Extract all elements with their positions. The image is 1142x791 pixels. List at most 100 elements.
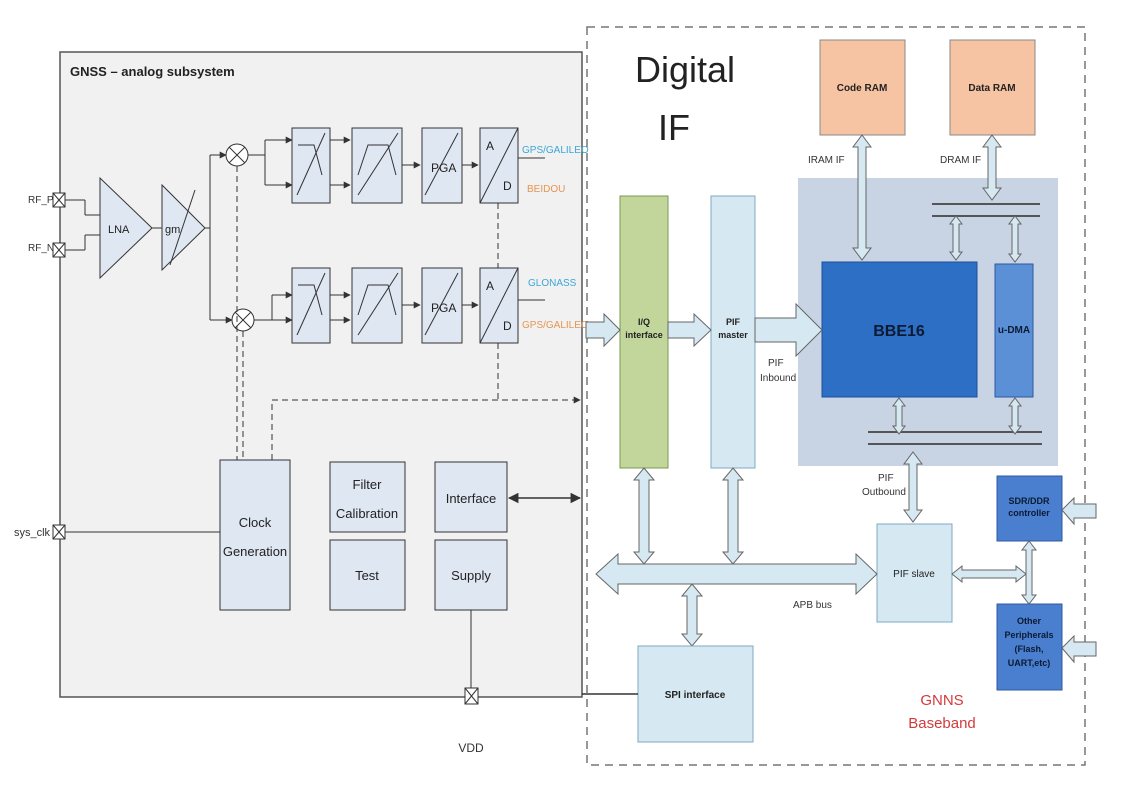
clock-label-1: Clock (239, 515, 272, 530)
filter-label-1: Filter (353, 477, 383, 492)
pif-master-apb-arrow (721, 467, 745, 565)
rf-p-label: RF_P (28, 195, 54, 206)
pif-outbound-label-1: PIF (878, 473, 894, 484)
bbe16-block (821, 261, 978, 398)
iq-to-pif-arrow (667, 312, 712, 348)
vdd-label: VDD (458, 741, 484, 755)
sdr-external-arrow (1061, 496, 1097, 526)
digital-if-title-1: Digital (635, 49, 735, 90)
udma-label: u-DMA (998, 325, 1030, 336)
out-bottom-glonass: GLONASS (528, 278, 577, 289)
analog-subsystem-title: GNSS – analog subsystem (70, 64, 235, 79)
pga-block-top (421, 127, 463, 204)
mixer-top (225, 143, 249, 167)
iq-label-1: I/Q (638, 317, 650, 327)
test-block (329, 539, 406, 611)
digital-if-title-2: IF (658, 107, 690, 148)
pif-slave-label: PIF slave (893, 569, 935, 580)
interface-label: Interface (446, 491, 497, 506)
lna-amplifier (99, 176, 153, 280)
pif-master-block (710, 195, 756, 469)
spi-label: SPI interface (665, 690, 726, 701)
out-top-beidou: BEIDOU (527, 184, 565, 195)
udma-bottom-arrow (1008, 397, 1022, 435)
bpf-block-top (351, 127, 403, 204)
sdr-ddr-controller-block (996, 475, 1063, 542)
pif-inbound-arrow (754, 302, 823, 358)
lpf-block-bottom (291, 267, 331, 344)
apb-bus (595, 552, 878, 596)
pif-outbound-label-2: Outbound (862, 487, 906, 498)
lna-label: LNA (108, 224, 130, 236)
out-top-gps-galileo: GPS/GALILEO (522, 145, 589, 156)
adc-to-iq-arrow (585, 312, 621, 348)
gm-label: gm (165, 224, 180, 236)
adc-top-d: D (503, 179, 512, 193)
digital-if-region (586, 26, 1086, 766)
supply-block (434, 539, 508, 611)
sdr-label-2: controller (1008, 508, 1050, 518)
other-external-arrow (1061, 634, 1097, 664)
pga-top-label: PGA (431, 161, 456, 175)
bpf-block-bottom (351, 267, 403, 344)
rf-n-label: RF_N (28, 243, 54, 254)
udma-block (994, 263, 1034, 398)
interface-block (434, 461, 508, 533)
iq-label-2: interface (625, 330, 663, 340)
sdr-other-arrow (1020, 540, 1038, 605)
out-bottom-gps-galileo: GPS/GALILEO (522, 320, 589, 331)
other-label-2: Peripherals (1004, 630, 1053, 640)
code-ram-label: Code RAM (837, 83, 888, 94)
filter-calibration-block (329, 461, 406, 533)
gm-amplifier (161, 183, 206, 272)
filter-label-2: Calibration (336, 506, 398, 521)
code-ram-block (819, 39, 906, 136)
pif-master-label-1: PIF (726, 317, 741, 327)
rf-n-pin (52, 242, 66, 258)
spi-interface-block (637, 645, 754, 743)
other-label-4: UART,etc) (1008, 658, 1051, 668)
data-ram-label: Data RAM (968, 83, 1015, 94)
sys-clk-label: sys_clk (14, 527, 51, 539)
vdd-pin (464, 687, 479, 705)
pif-inbound-label-2: Inbound (760, 373, 796, 384)
adc-top-a: A (486, 139, 494, 153)
baseband-label-2: Baseband (908, 715, 976, 732)
sdr-label-1: SDR/DDR (1008, 496, 1050, 506)
iram-if-label: IRAM IF (808, 155, 845, 166)
other-label-3: (Flash, (1014, 644, 1043, 654)
mixer-bottom (231, 308, 255, 332)
bbe-udma-arrow-top (949, 215, 963, 261)
sys-clk-pin (52, 524, 66, 540)
bbe-bottom-arrow (892, 397, 906, 435)
clock-generation-block (219, 459, 291, 611)
adc-bottom-a: A (486, 279, 494, 293)
lpf-block-top (291, 127, 331, 204)
pif-outbound-arrow (903, 451, 923, 523)
baseband-label-1: GNNS (920, 692, 963, 709)
pga-block-bottom (421, 267, 463, 344)
spi-apb-arrow (680, 583, 704, 647)
adc-block-bottom (479, 267, 519, 344)
supply-label: Supply (451, 568, 491, 583)
other-label-1: Other (1017, 616, 1042, 626)
pif-slave-periph-arrow (951, 564, 1027, 584)
rf-p-pin (52, 192, 66, 208)
iq-apb-arrow (632, 467, 656, 565)
iram-if-arrow (852, 134, 872, 261)
data-ram-block (949, 39, 1036, 136)
dram-if-label: DRAM IF (940, 155, 981, 166)
udma-top-arrow (1008, 215, 1022, 263)
adc-bottom-d: D (503, 319, 512, 333)
test-label: Test (355, 568, 379, 583)
other-peripherals-block (996, 603, 1063, 691)
adc-block-top (479, 127, 519, 204)
pif-master-label-2: master (718, 330, 748, 340)
dram-if-arrow (982, 134, 1002, 201)
bbe16-label: BBE16 (873, 323, 925, 340)
apb-bus-label: APB bus (793, 600, 832, 611)
pga-bottom-label: PGA (431, 301, 456, 315)
pif-slave-block (876, 523, 953, 623)
pif-inbound-label-1: PIF (768, 358, 784, 369)
